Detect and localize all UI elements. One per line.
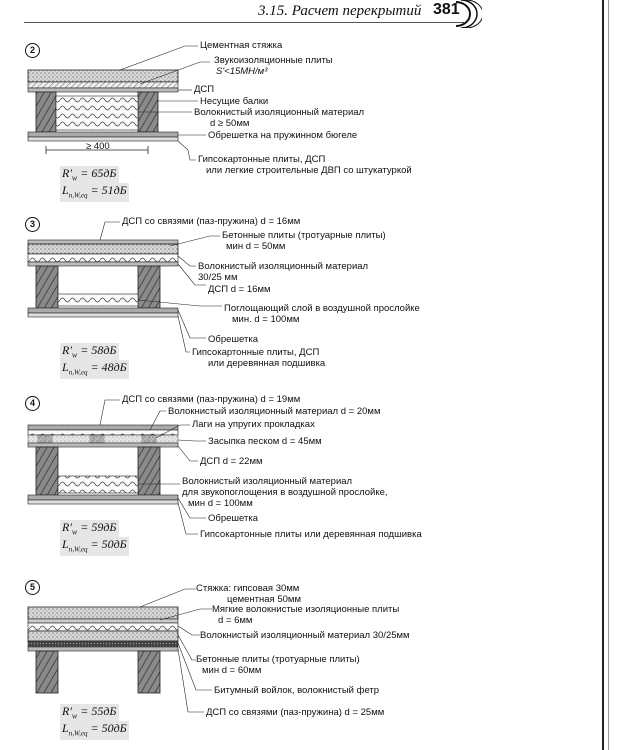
page-edge-line-thin [608,0,609,750]
label-dsp-22: ДСП d = 22мм [200,456,263,467]
rating-lnw-4: Ln,W,eq = 50дБ [60,537,129,557]
label-soft-fibrous-plates: Мягкие волокнистые изоляционные плиты [212,604,400,615]
label-sound-insulation-plates: Звукоизоляционные плиты [214,55,333,66]
section-number-2: 2 [25,43,40,58]
label-bearing-beams: Несущие балки [200,96,269,107]
label-battens-3: Обрешетка [208,334,258,345]
label-dsp-tongue-19: ДСП со связями (паз-пружина) d = 19мм [122,394,301,405]
rating-rw-4: R'w = 59дБ [60,520,119,540]
section-number-4: 4 [25,396,40,411]
label-fiberboard-plaster: или легкие строительные ДВП со штукатурк… [206,165,412,176]
label-gypsum-or-wood: Гипсокартонные плиты или деревянная подш… [200,529,422,540]
label-bitumen-felt: Битумный войлок, волокнистый фетр [214,685,380,696]
label-fibrous-insulation-3: Волокнистый изоляционный материал [198,261,369,272]
label-absorption-thickness: мин d = 100мм [188,498,253,509]
label-spring-battens: Обрешетка на пружинном бюгеле [208,130,358,141]
label-dsp-16: ДСП d = 16мм [208,284,271,295]
label-fibrous-insulation-4: Волокнистый изоляционный материал [182,476,353,487]
label-soft-fibrous-thickness: d = 6мм [218,615,253,626]
label-screed-gypsum: Стяжка: гипсовая 30мм [196,583,300,594]
page-number: 381 [433,1,460,18]
label-stiffness: S'<15МН/м³ [216,66,268,77]
page-header-title: 3.15. Расчет перекрытий [258,3,422,19]
rating-lnw-5: Ln,W,eq = 50дБ [60,721,129,741]
rating-rw-3: R'w = 58дБ [60,343,119,363]
rating-rw: R'w = 65дБ [60,166,119,186]
label-screed-cement: цементная 50мм [227,594,301,605]
label-wood-ceiling-3: или деревянная подшивка [208,358,326,369]
label-concrete-slabs: Бетонные плиты (тротуарные плиты) [222,230,386,241]
label-fibrous-30-25: Волокнистый изоляционный материал 30/25м… [200,630,410,641]
label-fibrous-insulation: Волокнистый изоляционный материал [194,107,365,118]
label-gypsum-boards-3: Гипсокартонные плиты, ДСП [192,347,320,358]
label-gypsum-boards: Гипсокартонные плиты, ДСП [198,154,326,165]
label-sand-fill: Засыпка песком d = 45мм [208,436,322,447]
label-dsp-tongue-16: ДСП со связями (паз-пружина) d = 16мм [122,216,301,227]
section-2-drawing [27,45,210,161]
header-rule [24,22,464,23]
section-5-drawing [27,588,212,713]
section-number-5: 5 [25,580,40,595]
label-fibrous-20: Волокнистый изоляционный материал d = 20… [168,406,381,417]
label-dsp: ДСП [194,84,215,95]
dimension-spacing: ≥ 400 [86,141,110,152]
section-number-3: 3 [25,217,40,232]
label-battens-4: Обрешетка [208,513,258,524]
label-cement-screed: Цементная стяжка [200,40,283,51]
section-4-drawing [27,399,206,535]
rating-lnw: Ln,W,eq = 51дБ [60,183,129,203]
label-absorbing-thickness: мин. d = 100мм [232,314,300,325]
page-edge-line [602,0,604,750]
label-sound-absorption: для звукопоглощения в воздушной прослойк… [182,487,388,498]
label-joists-elastic: Лаги на упругих прокладках [192,419,315,430]
label-concrete-slabs-5: Бетонные плиты (тротуарные плиты) [196,654,360,665]
rating-rw-5: R'w = 55дБ [60,704,119,724]
label-concrete-thickness-5: мин d = 60мм [202,665,262,676]
label-dsp-tongue-25: ДСП со связями (паз-пружина) d = 25мм [206,707,385,718]
label-concrete-thickness: мин d = 50мм [226,241,286,252]
label-absorbing-layer: Поглощающий слой в воздушной прослойке [224,303,420,314]
label-fibrous-size-3: 30/25 мм [198,272,238,283]
page-corner-ornament [455,0,482,28]
rating-lnw-3: Ln,W,eq = 48дБ [60,360,129,380]
section-3-drawing [27,221,222,353]
label-fibrous-thickness: d ≥ 50мм [210,118,250,129]
